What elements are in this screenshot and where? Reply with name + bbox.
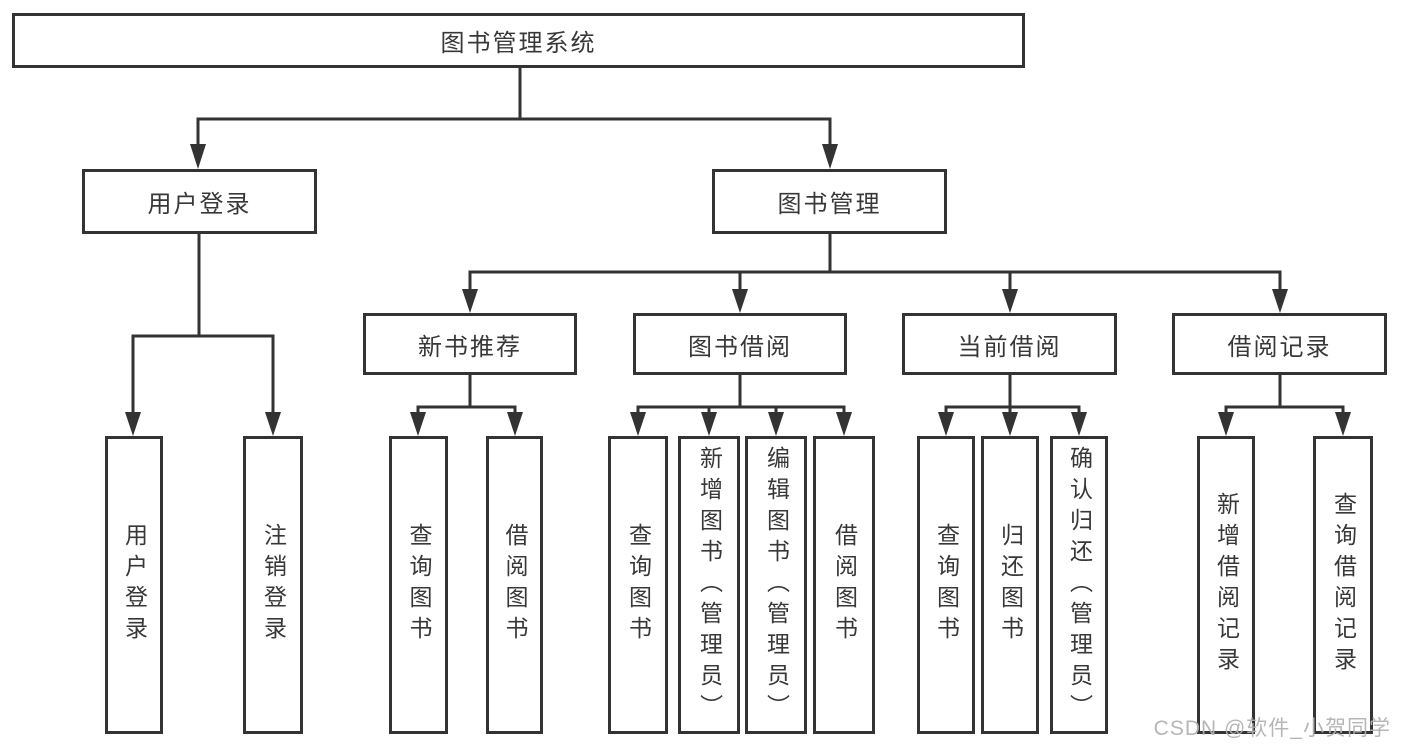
leaf-user-login: 用户登录 xyxy=(105,436,163,734)
node-label: 当前借阅 xyxy=(957,333,1062,361)
node-new-book-recommendation: 新书推荐 xyxy=(363,313,577,375)
node-user-login: 用户登录 xyxy=(82,169,317,234)
leaf-borrow-books-borrowing: 借阅图书 xyxy=(813,436,875,734)
leaf-edit-book-admin: 编辑图书（管理员） xyxy=(745,436,807,734)
arrow-icon xyxy=(462,289,478,313)
leaf-logout: 注销登录 xyxy=(243,436,303,734)
leaf-query-books-recommend: 查询图书 xyxy=(389,436,448,734)
leaf-label: 编辑图书（管理员） xyxy=(763,445,790,725)
arrow-icon xyxy=(1335,412,1351,436)
arrow-icon xyxy=(822,144,838,169)
leaf-add-borrow-record: 新增借阅记录 xyxy=(1197,436,1255,734)
leaf-return-books: 归还图书 xyxy=(981,436,1039,734)
leaf-label: 归还图书 xyxy=(997,523,1024,647)
leaf-label: 查询图书 xyxy=(406,523,432,647)
leaf-confirm-return-admin: 确认归还（管理员） xyxy=(1050,436,1108,734)
arrowheads xyxy=(125,144,1351,436)
leaf-borrow-books-recommend: 借阅图书 xyxy=(486,436,543,734)
node-current-borrowing: 当前借阅 xyxy=(902,313,1117,375)
leaf-label: 查询借阅记录 xyxy=(1330,492,1357,678)
arrow-icon xyxy=(938,412,954,436)
node-label: 图书管理系统 xyxy=(440,30,597,57)
leaf-add-book-admin: 新增图书（管理员） xyxy=(678,436,740,734)
arrow-icon xyxy=(1218,412,1234,436)
arrow-icon xyxy=(732,289,748,313)
leaf-label: 确认归还（管理员） xyxy=(1066,445,1093,725)
csdn-watermark: CSDN @软件_小贺同学 xyxy=(1153,717,1391,740)
arrow-icon xyxy=(410,412,426,436)
leaf-label: 查询图书 xyxy=(933,523,960,647)
arrow-icon xyxy=(1071,412,1087,436)
leaf-label: 新增图书（管理员） xyxy=(696,445,723,725)
node-book-management: 图书管理 xyxy=(712,169,947,234)
leaf-label: 注销登录 xyxy=(260,523,287,647)
arrow-icon xyxy=(190,144,206,169)
node-borrowing-records: 借阅记录 xyxy=(1172,313,1387,375)
arrow-icon xyxy=(1002,412,1018,436)
leaf-label: 新增借阅记录 xyxy=(1213,492,1240,678)
arrow-icon xyxy=(630,412,646,436)
node-label: 用户登录 xyxy=(147,191,252,218)
arrow-icon xyxy=(768,412,784,436)
arrow-icon xyxy=(1272,289,1288,313)
arrow-icon xyxy=(701,412,717,436)
leaf-label: 用户登录 xyxy=(121,523,148,647)
node-book-borrowing: 图书借阅 xyxy=(633,313,847,375)
leaf-label: 借阅图书 xyxy=(502,523,528,647)
node-library-management-system: 图书管理系统 xyxy=(12,13,1025,68)
leaf-label: 借阅图书 xyxy=(831,523,858,647)
leaf-query-borrow-record: 查询借阅记录 xyxy=(1313,436,1373,734)
leaf-query-books-borrowing: 查询图书 xyxy=(608,436,668,734)
arrow-icon xyxy=(125,412,141,436)
node-label: 新书推荐 xyxy=(418,333,522,361)
node-label: 图书管理 xyxy=(777,191,882,218)
leaf-query-books-current: 查询图书 xyxy=(917,436,975,734)
arrow-icon xyxy=(507,412,523,436)
leaf-label: 查询图书 xyxy=(625,523,652,647)
arrow-icon xyxy=(1002,289,1018,313)
arrow-icon xyxy=(836,412,852,436)
node-label: 借阅记录 xyxy=(1227,333,1332,361)
arrow-icon xyxy=(265,412,281,436)
node-label: 图书借阅 xyxy=(688,333,792,361)
